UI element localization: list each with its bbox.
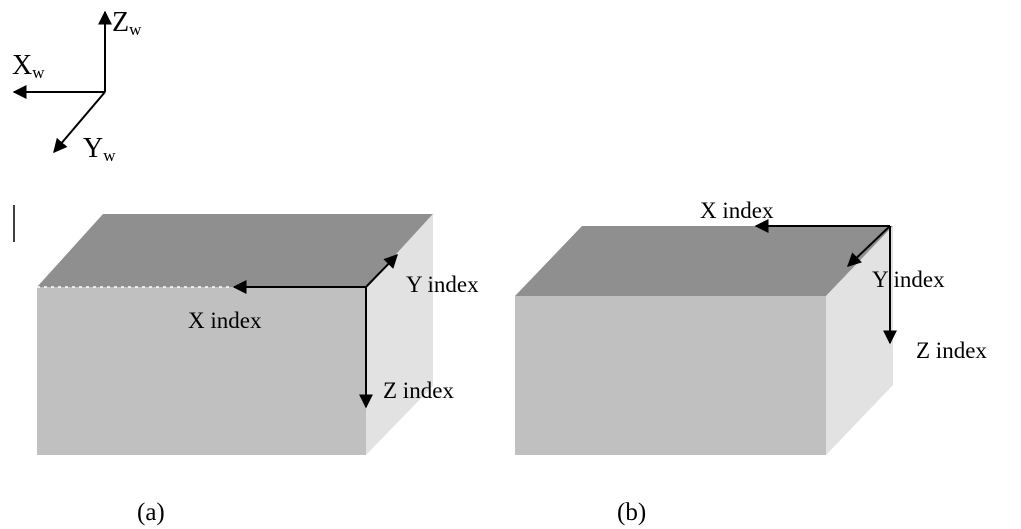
box-a-y-index-label: Y index [406,272,479,297]
box-b: X index Y index Z index [515,198,987,455]
box-b-x-index-label: X index [700,198,774,223]
box-a-side-face [366,214,433,455]
box-a-top-face [37,214,433,287]
box-b-z-index-label: Z index [916,338,987,363]
box-b-front-face [515,296,826,455]
box-b-side-face [826,226,893,455]
world-axes: Zw Xw Yw [12,7,142,165]
box-a-front-face [37,287,366,455]
box-a-x-index-label: X index [188,308,262,333]
box-b-top-face [515,226,893,296]
world-z-label: Zw [112,7,142,39]
world-x-label: Xw [12,50,45,82]
box-b-y-index-arrow [846,225,891,267]
caption-a: (a) [137,499,165,526]
world-y-label: Yw [83,133,116,165]
caption-b: (b) [617,499,646,526]
world-y-axis [53,91,106,154]
box-b-y-index-label: Y index [872,267,945,292]
box-a-y-index-arrow [365,253,398,288]
box-a-z-index-label: Z index [383,378,454,403]
box-a: X index Y index Z index [37,214,479,455]
